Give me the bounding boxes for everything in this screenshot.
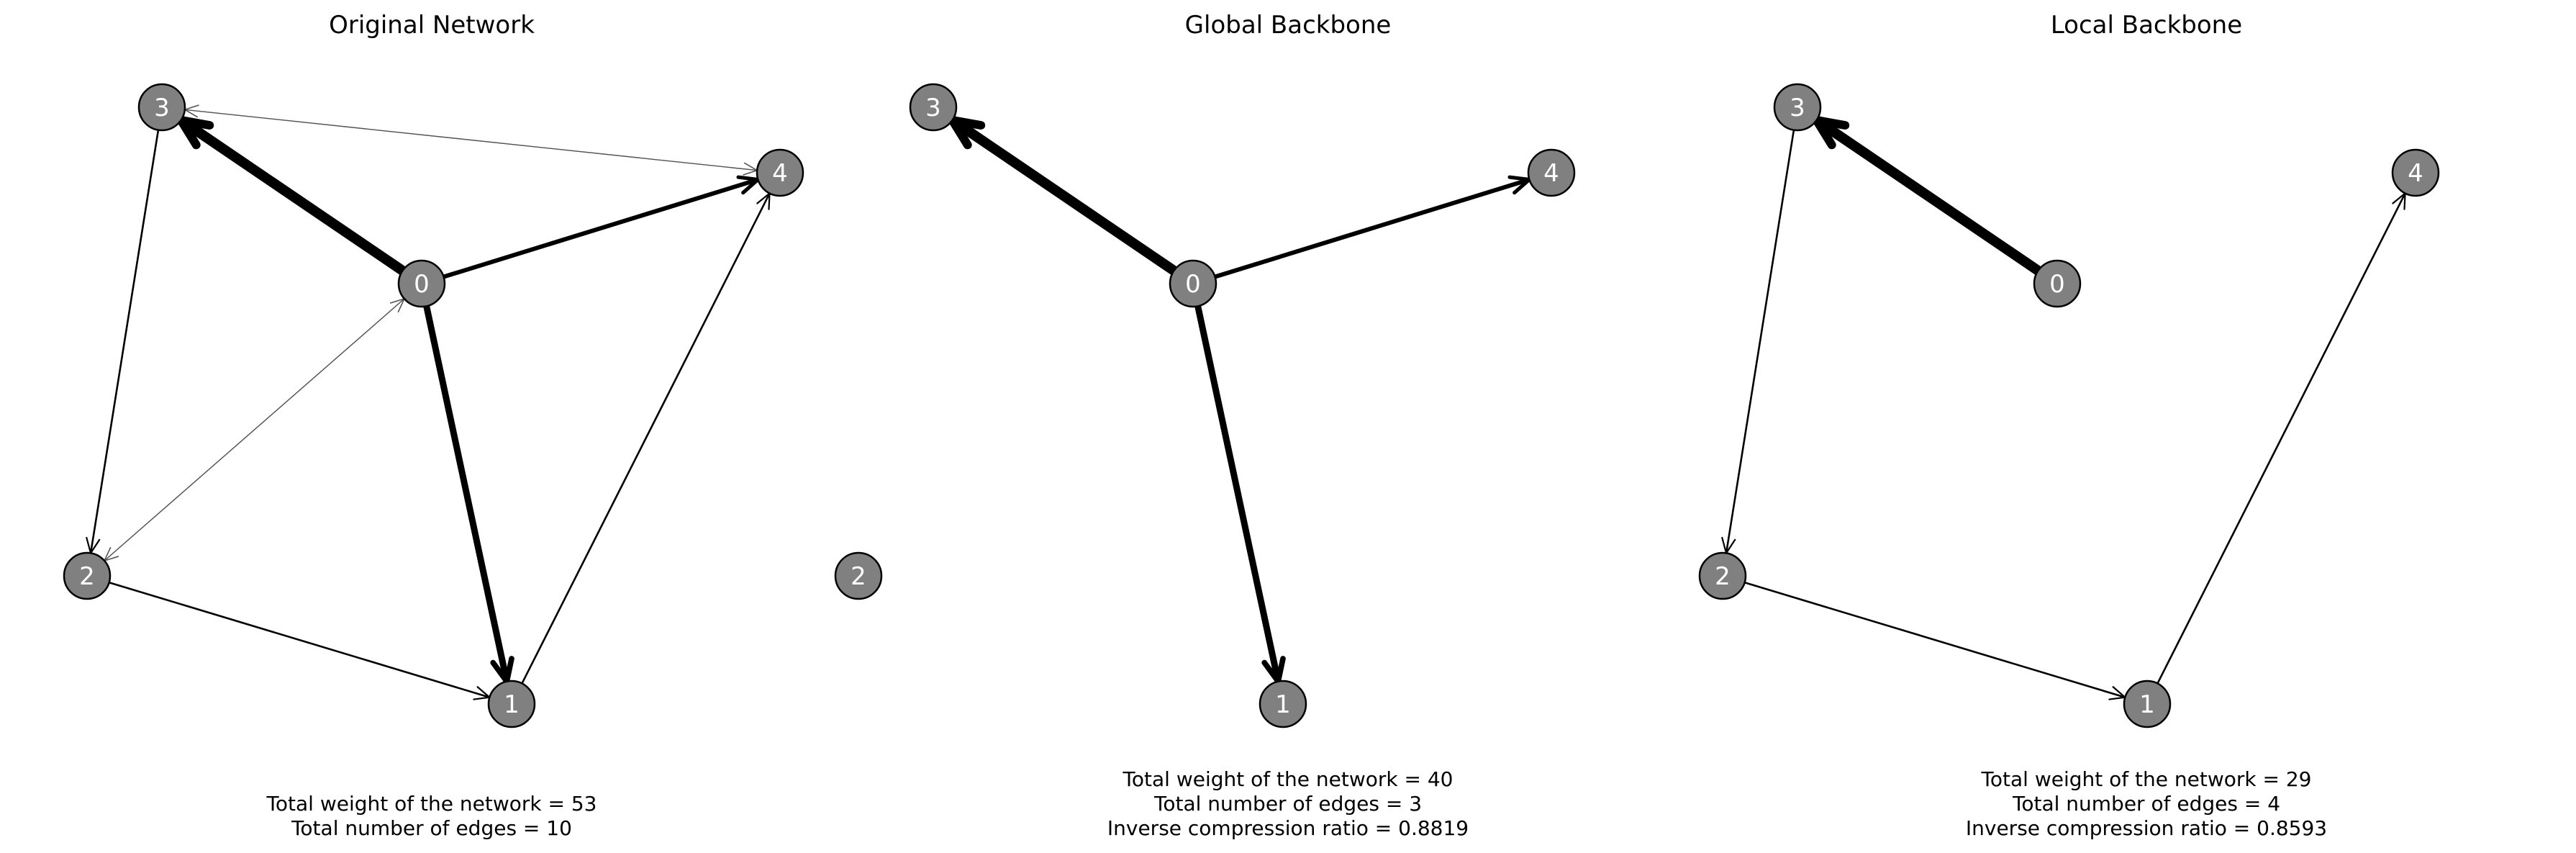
node-label: 1 xyxy=(2139,690,2155,719)
node-2: 2 xyxy=(834,551,883,600)
node-label: 4 xyxy=(2408,159,2423,188)
node-circle xyxy=(2033,259,2082,308)
node-0: 0 xyxy=(1169,259,1217,308)
edge-line xyxy=(104,298,405,561)
node-circle xyxy=(1773,83,1822,132)
node-circle xyxy=(1527,148,1576,197)
node-circle xyxy=(63,551,112,600)
panel-title: Local Backbone xyxy=(2051,11,2242,40)
node-circle xyxy=(1258,680,1307,728)
node-4: 4 xyxy=(1527,148,1576,197)
node-circle xyxy=(909,83,958,132)
edge-2-1 xyxy=(1743,581,2127,700)
node-0: 0 xyxy=(2033,259,2082,308)
node-label: 4 xyxy=(1543,159,1559,188)
edge-line xyxy=(176,114,408,276)
edge-0-1 xyxy=(423,302,514,688)
node-label: 0 xyxy=(1185,270,1201,299)
node-circle xyxy=(756,148,804,197)
edge-line xyxy=(184,109,758,171)
node-label: 1 xyxy=(504,690,520,719)
node-label: 3 xyxy=(1790,94,1805,122)
node-4: 4 xyxy=(756,148,804,197)
caption-compression-ratio: Inverse compression ratio = 0.8819 xyxy=(1107,816,1469,840)
node-layer: 0 1 2 3 4 xyxy=(63,83,804,728)
node-layer: 0 1 2 3 4 xyxy=(834,83,1576,728)
caption-total-weight: Total weight of the network = 29 xyxy=(1981,767,2312,791)
panel-local-backbone: Local Backbone 0 1 2 3 4 Total weight of the… xyxy=(1698,11,2440,840)
node-2: 2 xyxy=(1698,551,1747,600)
edge-0-3 xyxy=(943,114,1179,276)
edge-layer xyxy=(86,104,771,700)
edge-line xyxy=(2157,192,2406,685)
node-1: 1 xyxy=(1258,680,1307,728)
caption-total-edges: Total number of edges = 3 xyxy=(1153,792,1422,816)
node-label: 4 xyxy=(772,159,788,188)
edge-2-1 xyxy=(108,581,491,700)
node-3: 3 xyxy=(909,83,958,132)
panel-title: Global Backbone xyxy=(1185,11,1392,40)
edge-4-3 xyxy=(183,104,758,171)
node-circle xyxy=(834,551,883,600)
edge-layer xyxy=(1721,114,2406,700)
node-circle xyxy=(487,680,536,728)
caption-total-edges: Total number of edges = 4 xyxy=(2012,792,2280,816)
node-3: 3 xyxy=(1773,83,1822,132)
edge-3-2 xyxy=(86,129,160,556)
node-0: 0 xyxy=(397,259,446,308)
node-2: 2 xyxy=(63,551,112,600)
edge-line xyxy=(947,114,1179,276)
edge-line xyxy=(89,129,160,554)
node-label: 1 xyxy=(1275,690,1291,719)
node-label: 3 xyxy=(925,94,941,122)
node-1: 1 xyxy=(2123,680,2172,728)
edge-line xyxy=(1743,581,2126,699)
edge-1-4 xyxy=(521,191,771,685)
edge-line xyxy=(1194,302,1282,685)
edge-line xyxy=(1212,177,1532,279)
edge-0-4 xyxy=(1212,175,1534,279)
edge-line xyxy=(441,177,761,279)
edge-0-3 xyxy=(172,114,408,276)
edge-line xyxy=(1811,114,2044,276)
caption-total-weight: Total weight of the network = 53 xyxy=(266,792,597,816)
node-circle xyxy=(137,83,186,132)
panel-original-network: Original Network 0 1 2 3 4 Total weight of t… xyxy=(63,11,804,840)
edge-1-4 xyxy=(2157,191,2406,685)
edge-layer xyxy=(943,114,1534,688)
node-4: 4 xyxy=(2391,148,2440,197)
edge-0-3 xyxy=(1808,114,2044,276)
edge-3-4 xyxy=(184,109,759,176)
edge-line xyxy=(423,302,510,685)
edge-line xyxy=(1725,129,1795,554)
node-circle xyxy=(1698,551,1747,600)
node-label: 2 xyxy=(851,562,866,591)
node-circle xyxy=(2123,680,2172,728)
edge-0-2 xyxy=(103,298,405,562)
edge-line xyxy=(108,581,491,699)
node-circle xyxy=(2391,148,2440,197)
node-circle xyxy=(1169,259,1217,308)
node-1: 1 xyxy=(487,680,536,728)
node-label: 3 xyxy=(154,94,170,122)
node-layer: 0 1 2 3 4 xyxy=(1698,83,2440,728)
caption-total-weight: Total weight of the network = 40 xyxy=(1123,767,1453,791)
node-label: 0 xyxy=(2049,270,2065,299)
node-label: 2 xyxy=(79,562,95,591)
edge-0-4 xyxy=(441,175,763,279)
caption-compression-ratio: Inverse compression ratio = 0.8593 xyxy=(1966,816,2327,840)
edge-3-2 xyxy=(1721,129,1795,556)
node-circle xyxy=(397,259,446,308)
panel-global-backbone: Global Backbone 0 1 2 3 4 Total weight of th… xyxy=(834,11,1576,840)
caption-total-edges: Total number of edges = 10 xyxy=(291,816,572,840)
edge-line xyxy=(521,192,771,685)
panel-title: Original Network xyxy=(329,11,535,40)
node-label: 2 xyxy=(1715,562,1731,591)
node-3: 3 xyxy=(137,83,186,132)
edge-0-1 xyxy=(1194,302,1286,688)
node-label: 0 xyxy=(414,270,430,299)
